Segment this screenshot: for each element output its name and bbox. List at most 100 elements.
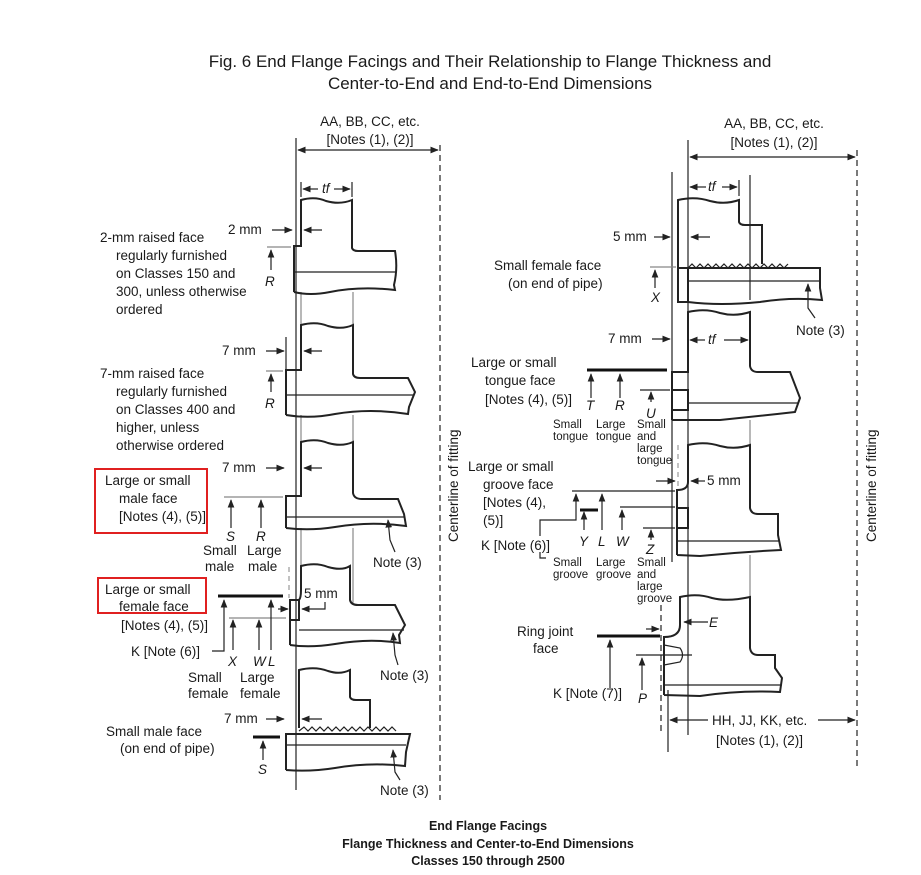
both-groove-label: large xyxy=(637,581,663,593)
note-3: Note (3) xyxy=(380,668,429,683)
dim-5mm: 5 mm xyxy=(304,586,338,601)
both-tongue-label: large xyxy=(637,443,663,455)
female-k-note: K [Note (6)] xyxy=(131,644,200,659)
dim-7mm: 7 mm xyxy=(222,343,256,358)
female-w-letter: W xyxy=(253,654,267,669)
female-x-letter: X xyxy=(227,654,238,669)
large-groove-label: Large xyxy=(596,557,625,569)
groove-desc: (5)] xyxy=(483,513,503,528)
end-to-end-dimension: HH, JJ, KK, etc. [Notes (1), (2)] xyxy=(667,690,856,752)
raised7-desc: otherwise ordered xyxy=(116,438,224,453)
female-desc: female face xyxy=(119,599,189,614)
right-dimension-header: AA, BB, CC, etc. [Notes (1), (2)] Center… xyxy=(671,116,879,770)
small-male-label: male xyxy=(205,559,234,574)
dim-7mm: 7 mm xyxy=(608,331,642,346)
both-groove-label: groove xyxy=(637,593,672,605)
male-face-highlight xyxy=(94,468,208,534)
female-face: X W L K [Note (6)] Small female Large fe… xyxy=(97,563,429,701)
large-female-label: Large xyxy=(240,670,275,685)
male-pipe-desc: (on end of pipe) xyxy=(120,741,215,756)
tongue-desc: tongue face xyxy=(485,373,556,388)
tongue-desc: Large or small xyxy=(471,355,557,370)
figure-title-line1: Fig. 6 End Flange Facings and Their Rela… xyxy=(209,52,772,71)
small-tongue-label: Small xyxy=(553,419,582,431)
raised2-desc: 2-mm raised face xyxy=(100,230,204,245)
ring-desc: face xyxy=(533,641,559,656)
raised-face-2mm: R 2 mm 2-mm raised face regularly furnis… xyxy=(100,197,398,317)
dim-7mm: 7 mm xyxy=(222,460,256,475)
pipe-x-letter: X xyxy=(650,290,661,305)
female-desc: Large or small xyxy=(105,582,191,597)
small-male-label: Small xyxy=(203,543,237,558)
right-dim-label: AA, BB, CC, etc. xyxy=(724,116,824,131)
end-dim-notes: [Notes (1), (2)] xyxy=(716,733,803,748)
dim-5mm: 5 mm xyxy=(613,229,647,244)
groove-l-letter: L xyxy=(598,534,606,549)
left-r-letter: R xyxy=(265,396,275,411)
raised7-desc: 7-mm raised face xyxy=(100,366,204,381)
tongue-face: T R U Small tongue Large tongue Small an… xyxy=(471,309,802,467)
dim-5mm: 5 mm xyxy=(707,473,741,488)
caption-line3: Classes 150 through 2500 xyxy=(411,854,565,868)
groove-w-letter: W xyxy=(616,534,630,549)
right-centerline-label: Centerline of fitting xyxy=(864,429,879,542)
tongue-t-letter: T xyxy=(586,398,596,413)
female-pipe-desc: Small female face xyxy=(494,258,601,273)
small-female-label: Small xyxy=(188,670,222,685)
large-tongue-label: Large xyxy=(596,419,625,431)
groove-desc: groove face xyxy=(483,477,554,492)
tongue-r-letter: R xyxy=(615,398,625,413)
both-tongue-label: and xyxy=(637,431,656,443)
left-tf-label: tf xyxy=(322,181,331,196)
note-3: Note (3) xyxy=(373,555,422,570)
male-face: S R Small male Large male 7 mm Large or … xyxy=(94,439,422,574)
female-desc: [Notes (4), (5)] xyxy=(121,618,208,633)
male-s-letter: S xyxy=(226,529,235,544)
groove-desc: [Notes (4), xyxy=(483,495,546,510)
large-male-label: male xyxy=(248,559,277,574)
both-tongue-label: tongue xyxy=(637,455,672,467)
note-3: Note (3) xyxy=(380,783,429,798)
ring-e-letter: E xyxy=(709,615,719,630)
female-face-highlight xyxy=(97,577,207,614)
left-dim-label: AA, BB, CC, etc. xyxy=(320,114,420,129)
ring-k-note: K [Note (7)] xyxy=(553,686,622,701)
pipe-s-letter: S xyxy=(258,762,267,777)
groove-face: Y L W Z K [Note (6)] Small groove Large … xyxy=(468,442,783,605)
female-l-letter: L xyxy=(268,654,276,669)
figure-title-line2: Center-to-End and End-to-End Dimensions xyxy=(328,74,652,93)
small-tongue-label: tongue xyxy=(553,431,588,443)
raised7-desc: regularly furnished xyxy=(116,384,227,399)
raised7-desc: on Classes 400 and xyxy=(116,402,235,417)
left-r-letter: R xyxy=(265,274,275,289)
small-male-face-pipe: S 7 mm Small male face (on end of pipe) … xyxy=(106,667,429,798)
tongue-tf-label: tf xyxy=(708,332,717,347)
small-groove-label: groove xyxy=(553,569,588,581)
ring-p-letter: P xyxy=(638,691,647,706)
left-dim-notes: [Notes (1), (2)] xyxy=(326,132,413,147)
tongue-u-letter: U xyxy=(646,406,656,421)
groove-y-letter: Y xyxy=(579,534,589,549)
dim-7mm: 7 mm xyxy=(224,711,258,726)
large-female-label: female xyxy=(240,686,281,701)
tongue-desc: [Notes (4), (5)] xyxy=(485,392,572,407)
caption-line1: End Flange Facings xyxy=(429,819,547,833)
female-pipe-desc: (on end of pipe) xyxy=(508,276,603,291)
caption-line2: Flange Thickness and Center-to-End Dimen… xyxy=(342,837,634,851)
end-dim-label: HH, JJ, KK, etc. xyxy=(712,713,807,728)
dim-2mm: 2 mm xyxy=(228,222,262,237)
right-dim-notes: [Notes (1), (2)] xyxy=(730,135,817,150)
small-female-face-pipe: X 5 mm Small female face (on end of pipe… xyxy=(494,197,845,338)
large-tongue-label: tongue xyxy=(596,431,631,443)
large-groove-label: groove xyxy=(596,569,631,581)
right-tf-label: tf xyxy=(708,179,717,194)
raised2-desc: 300, unless otherwise xyxy=(116,284,247,299)
male-desc: male face xyxy=(119,491,178,506)
raised7-desc: higher, unless xyxy=(116,420,200,435)
raised2-desc: regularly furnished xyxy=(116,248,227,263)
large-male-label: Large xyxy=(247,543,282,558)
male-desc: [Notes (4), (5)] xyxy=(119,509,206,524)
groove-k-note: K [Note (6)] xyxy=(481,538,550,553)
